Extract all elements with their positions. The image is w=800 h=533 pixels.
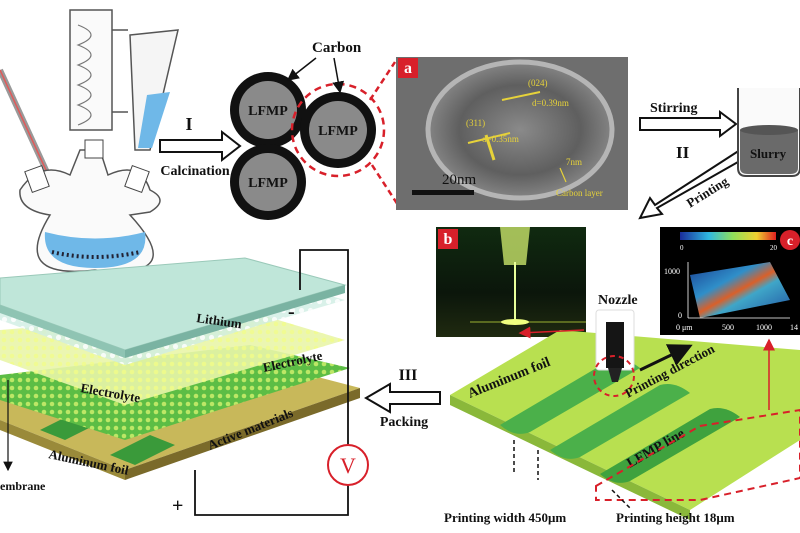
lfmp-line bbox=[600, 408, 740, 483]
plus-terminal: + bbox=[172, 495, 183, 517]
y-tick: 1000 bbox=[664, 267, 680, 276]
x-tick: 0 μm bbox=[676, 323, 693, 332]
step-two-roman: II bbox=[676, 143, 690, 162]
lithium-label: Lithium bbox=[196, 310, 243, 331]
solution bbox=[44, 232, 146, 268]
tem-annotation: (024) bbox=[528, 78, 548, 88]
color-bar bbox=[680, 232, 776, 240]
calcination-label: Calcination bbox=[160, 164, 229, 179]
tem-annotation: (311) bbox=[466, 118, 485, 128]
slurry-label: Slurry bbox=[750, 146, 787, 161]
x-tick: 500 bbox=[722, 323, 734, 332]
condenser bbox=[69, 9, 113, 131]
nozzle-photo-panel: b bbox=[436, 227, 586, 337]
tem-image-panel: a (024) d=0.39nm (311) d=0.35nm 7nm Carb… bbox=[396, 57, 628, 210]
minus-terminal: - bbox=[288, 301, 295, 323]
y-tick: 0 bbox=[678, 311, 682, 320]
x-tick: 1000 bbox=[756, 323, 772, 332]
print-bed: Nozzle Printing direction Aluminum foil … bbox=[444, 293, 800, 525]
particle-label: LFMP bbox=[318, 124, 358, 139]
printing-width-label: Printing width 450μm bbox=[444, 510, 566, 525]
carbon-label: Carbon bbox=[312, 40, 362, 56]
voltmeter-label: V bbox=[340, 453, 356, 478]
printing-direction-arrow bbox=[639, 344, 693, 372]
particle-label: LFMP bbox=[248, 176, 288, 191]
membrane-label: embrane bbox=[0, 479, 46, 493]
tem-annotation: d=0.35nm bbox=[482, 134, 519, 144]
step-one-roman: I bbox=[185, 114, 192, 134]
lfmp-particles: LFMP LFMP LFMP Carbon bbox=[230, 40, 400, 220]
scale-bar bbox=[412, 190, 474, 195]
tem-annotation: 7nm bbox=[566, 157, 582, 167]
printing-height-label: Printing height 18μm bbox=[616, 510, 735, 525]
x-tick: 14 bbox=[790, 323, 798, 332]
nozzle-label: Nozzle bbox=[598, 293, 638, 308]
voltmeter bbox=[327, 444, 369, 486]
lfmp-line bbox=[500, 359, 640, 434]
external-circuit: - + V bbox=[172, 249, 369, 517]
particle-label: LFMP bbox=[248, 104, 288, 119]
step-one-arrow: I Calcination bbox=[159, 114, 242, 179]
scale-bar-label: 20nm bbox=[442, 172, 477, 188]
step-three-roman: III bbox=[399, 367, 418, 384]
panel-c-letter: c bbox=[787, 234, 793, 249]
colorbar-tick: 0 bbox=[680, 244, 684, 252]
flask-apparatus bbox=[0, 9, 179, 273]
colorbar-tick: 20 bbox=[770, 244, 778, 252]
dropping-funnel bbox=[129, 29, 179, 151]
tem-annotation: d=0.39nm bbox=[532, 98, 569, 108]
carbon-layer-label: Carbon layer bbox=[556, 188, 603, 198]
battery-stack: Lithium Electrolyte Electrolyte Active m… bbox=[0, 257, 360, 493]
stirring-label: Stirring bbox=[650, 101, 697, 116]
step-two: Stirring II Printing Slurry bbox=[638, 88, 800, 220]
height-map-panel: 0 20 1000 0 0 μm 500 1000 14 c bbox=[660, 227, 800, 335]
lfmp-line bbox=[550, 384, 690, 459]
packing-label: Packing bbox=[380, 415, 428, 430]
line-highlight bbox=[595, 408, 800, 501]
panel-b-letter: b bbox=[444, 231, 453, 248]
height-surface bbox=[690, 262, 790, 318]
panel-a-letter: a bbox=[404, 60, 412, 77]
step-three: III Packing bbox=[364, 367, 441, 430]
